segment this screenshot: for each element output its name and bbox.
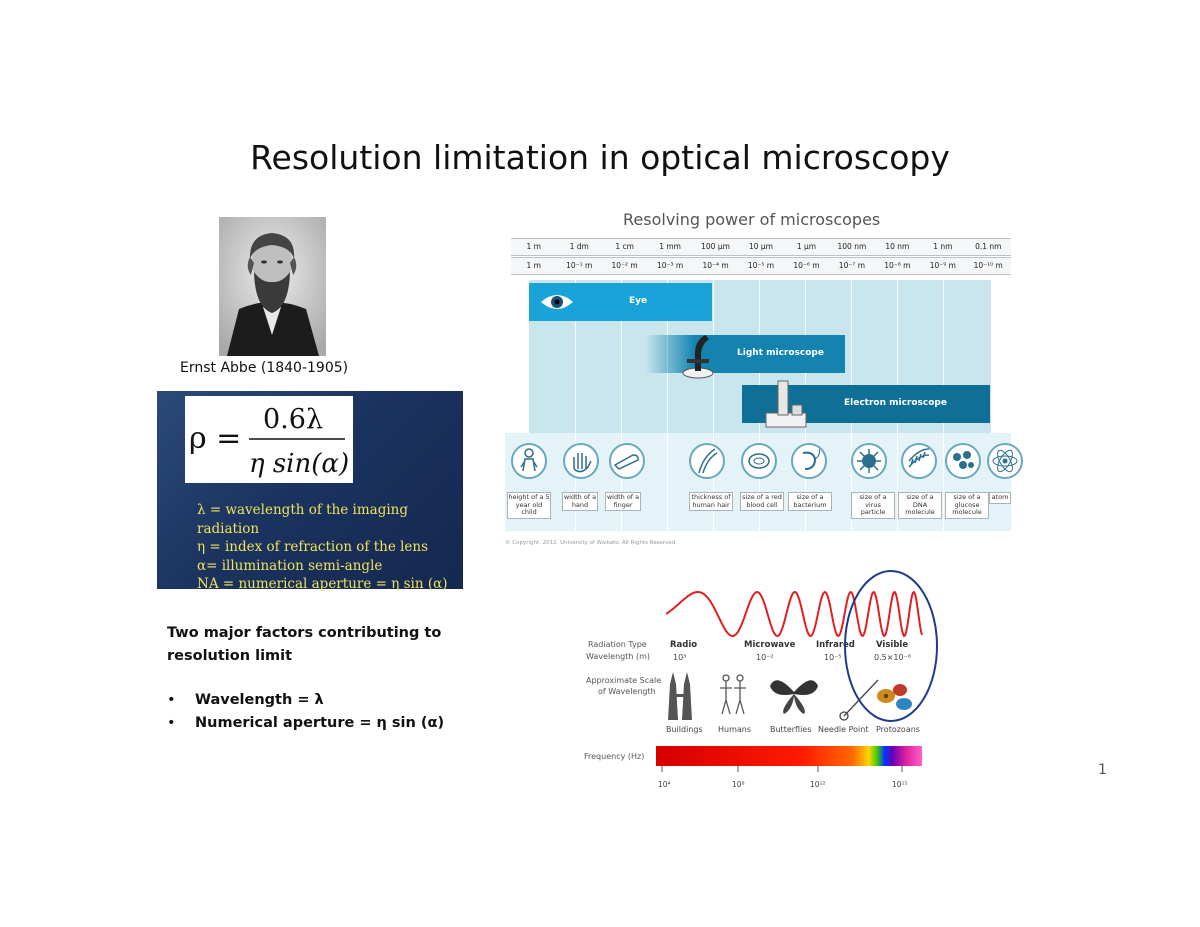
frequency-tick: 10¹² bbox=[810, 780, 826, 789]
object-label: thickness of human hair bbox=[689, 492, 733, 511]
resolving-power-title: Resolving power of microscopes bbox=[623, 210, 881, 229]
copyright-note: © Copyright. 2012. University of Waikato… bbox=[505, 540, 678, 546]
object-humans: Humans bbox=[718, 725, 752, 734]
wavelength-microwave: 10⁻² bbox=[756, 653, 774, 662]
object-label: height of a 5 year old child bbox=[507, 492, 551, 519]
glucose-molecule-icon bbox=[945, 443, 981, 479]
band-light-microscope: Light microscope bbox=[645, 335, 845, 379]
object-label: size of a bacterium bbox=[788, 492, 832, 511]
electron-microscope-icon bbox=[765, 380, 807, 428]
row-label-scale-2: of Wavelength bbox=[598, 687, 656, 696]
abbe-formula-panel: ρ = 0.6λ η sin(α) λ = wavelength of the … bbox=[157, 391, 463, 592]
wavelength-radio: 10³ bbox=[673, 653, 687, 662]
row-label-scale: Approximate Scale bbox=[586, 676, 662, 685]
wave-graphic bbox=[666, 590, 923, 638]
object-needle-point: Needle Point bbox=[818, 725, 869, 734]
row-label-frequency: Frequency (Hz) bbox=[584, 752, 645, 761]
object-label: size of a glucose molecule bbox=[945, 492, 989, 519]
object-label: width of a hand bbox=[562, 492, 598, 511]
object-protozoans: Protozoans bbox=[876, 725, 920, 734]
formula-definitions: λ = wavelength of the imaging radiation … bbox=[197, 501, 463, 594]
type-infrared: Infrared bbox=[816, 640, 855, 650]
slide-title: Resolution limitation in optical microsc… bbox=[250, 138, 950, 177]
protozoans-icon bbox=[877, 684, 912, 710]
frequency-spectrum-bar bbox=[656, 746, 922, 766]
red-blood-cell-icon bbox=[741, 443, 777, 479]
frequency-tick: 10¹⁵ bbox=[892, 780, 908, 789]
buildings-icon bbox=[668, 672, 692, 720]
object-label: size of a virus particle bbox=[851, 492, 895, 519]
band-light-label: Light microscope bbox=[737, 348, 824, 358]
definition-semi-angle: α= illumination semi-angle bbox=[197, 557, 383, 574]
ernst-abbe-portrait bbox=[219, 217, 326, 356]
finger-icon bbox=[609, 443, 645, 479]
factors-text: Two major factors contributing to resolu… bbox=[167, 622, 444, 735]
bullet-item: •Numerical aperture = η sin (α) bbox=[167, 715, 445, 731]
band-eye: Eye bbox=[529, 283, 712, 321]
hair-icon bbox=[689, 443, 725, 479]
scale-objects-graphic bbox=[668, 672, 912, 721]
band-electron-microscope: Electron microscope bbox=[742, 380, 990, 428]
abbe-formula: ρ = 0.6λ η sin(α) bbox=[185, 396, 353, 483]
formula-lhs: ρ = bbox=[189, 421, 241, 456]
type-radio: Radio bbox=[670, 640, 698, 650]
factors-heading-line1: Two major factors contributing to bbox=[167, 625, 442, 641]
object-butterflies: Butterflies bbox=[770, 725, 812, 734]
virus-icon bbox=[851, 443, 887, 479]
factors-bullets: •Wavelength = λ •Numerical aperture = η … bbox=[167, 689, 444, 735]
formula-denominator: η sin(α) bbox=[249, 449, 349, 479]
definition-refraction: η = index of refraction of the lens bbox=[197, 539, 429, 555]
bullet-item: •Wavelength = λ bbox=[167, 692, 324, 708]
hand-icon bbox=[563, 443, 599, 479]
row-label-wavelength: Wavelength (m) bbox=[586, 652, 651, 661]
band-electron-label: Electron microscope bbox=[844, 398, 947, 408]
page-number: 1 bbox=[1098, 762, 1107, 778]
atom-icon bbox=[987, 443, 1023, 479]
object-label: size of a DNA molecule bbox=[898, 492, 942, 519]
formula-numerator: 0.6λ bbox=[263, 404, 323, 435]
eye-icon bbox=[541, 295, 573, 309]
factors-heading-line2: resolution limit bbox=[167, 648, 293, 664]
object-label: width of a finger bbox=[605, 492, 641, 511]
butterfly-icon bbox=[770, 680, 818, 714]
row-label-radiation-type: Radiation Type bbox=[588, 640, 647, 649]
object-label: size of a red blood cell bbox=[740, 492, 784, 511]
visible-highlight-ellipse bbox=[844, 570, 938, 722]
humans-icon bbox=[720, 674, 746, 715]
wavelength-visible: 0.5×10⁻⁶ bbox=[874, 653, 912, 662]
light-microscope-icon bbox=[682, 335, 714, 379]
bacterium-icon bbox=[791, 443, 827, 479]
needle-point-icon bbox=[839, 679, 879, 721]
frequency-ticks bbox=[661, 766, 903, 772]
definition-numerical-aperture: NA = numerical aperture = η sin (α) bbox=[197, 576, 448, 592]
band-eye-label: Eye bbox=[629, 296, 648, 306]
frequency-tick: 10⁸ bbox=[732, 780, 745, 789]
object-label: atom bbox=[989, 492, 1011, 504]
object-buildings: Buildings bbox=[666, 725, 703, 734]
em-spectrum-figure: Radiation Type Wavelength (m) Approximat… bbox=[580, 570, 940, 795]
definition-wavelength: λ = wavelength of the imaging radiation bbox=[197, 502, 409, 537]
child-icon bbox=[511, 443, 547, 479]
wavelength-infrared: 10⁻⁵ bbox=[824, 653, 842, 662]
frequency-tick: 10⁴ bbox=[658, 780, 671, 789]
type-visible: Visible bbox=[876, 640, 909, 650]
portrait-caption: Ernst Abbe (1840-1905) bbox=[180, 360, 349, 376]
dna-icon bbox=[901, 443, 937, 479]
type-microwave: Microwave bbox=[744, 640, 796, 650]
